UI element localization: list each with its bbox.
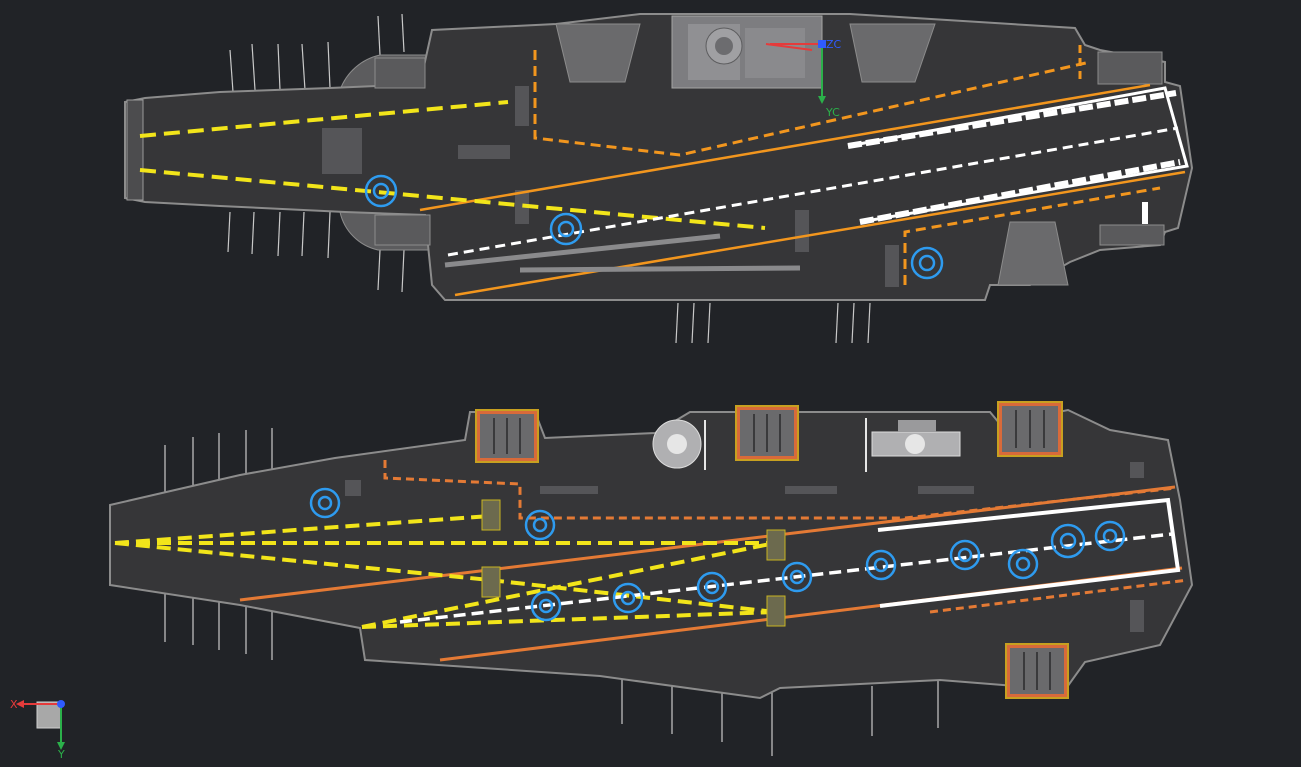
y-axis-label: Y <box>57 748 65 761</box>
local-axis-triad: YC ZC <box>770 38 842 119</box>
spot-marker[interactable] <box>865 549 897 581</box>
spot-marker[interactable] <box>530 590 562 622</box>
deck-panels-bottom <box>345 462 1144 632</box>
island-detail <box>671 15 823 89</box>
stern-ramp <box>126 99 144 201</box>
blast-deflectors <box>481 499 786 627</box>
helicopter-icon <box>652 419 706 470</box>
catapult-tracks-top <box>444 233 801 273</box>
carrier-model-bottom[interactable] <box>109 401 1194 756</box>
deck-lines-yellow-top <box>139 100 766 230</box>
spot-marker[interactable] <box>549 212 583 246</box>
yc-label: YC <box>825 106 840 119</box>
spot-marker[interactable] <box>309 487 341 519</box>
elevators-bottom <box>475 401 1069 699</box>
spot-markers-bottom[interactable] <box>309 487 1126 622</box>
zc-label: ZC <box>826 38 842 51</box>
landing-area-bottom <box>399 497 1181 624</box>
deck-lines-yellow-bottom <box>114 514 776 629</box>
antenna-masts-top <box>227 13 871 344</box>
spot-marker[interactable] <box>1094 520 1126 552</box>
spot-marker[interactable] <box>1050 523 1086 559</box>
helicopter-icon <box>865 418 961 472</box>
landing-area-top <box>447 86 1189 257</box>
spot-marker[interactable] <box>910 246 944 280</box>
spot-marker[interactable] <box>524 509 556 541</box>
spot-marker[interactable] <box>781 561 813 593</box>
spot-marker[interactable] <box>696 571 728 603</box>
carrier-model-top[interactable]: YC ZC <box>124 13 1194 344</box>
view-orientation-triad[interactable]: X Y <box>10 698 65 761</box>
spot-marker[interactable] <box>949 539 981 571</box>
deck-panels <box>322 86 1148 287</box>
x-axis-label: X <box>10 698 18 711</box>
spot-marker[interactable] <box>1007 548 1039 580</box>
spot-marker[interactable] <box>364 174 398 208</box>
antenna-masts-bottom <box>164 428 939 756</box>
superstructure-top <box>374 23 1165 286</box>
deck-lines-orange-top <box>419 45 1186 297</box>
spot-markers-top[interactable] <box>364 174 944 280</box>
spot-marker[interactable] <box>612 582 644 614</box>
